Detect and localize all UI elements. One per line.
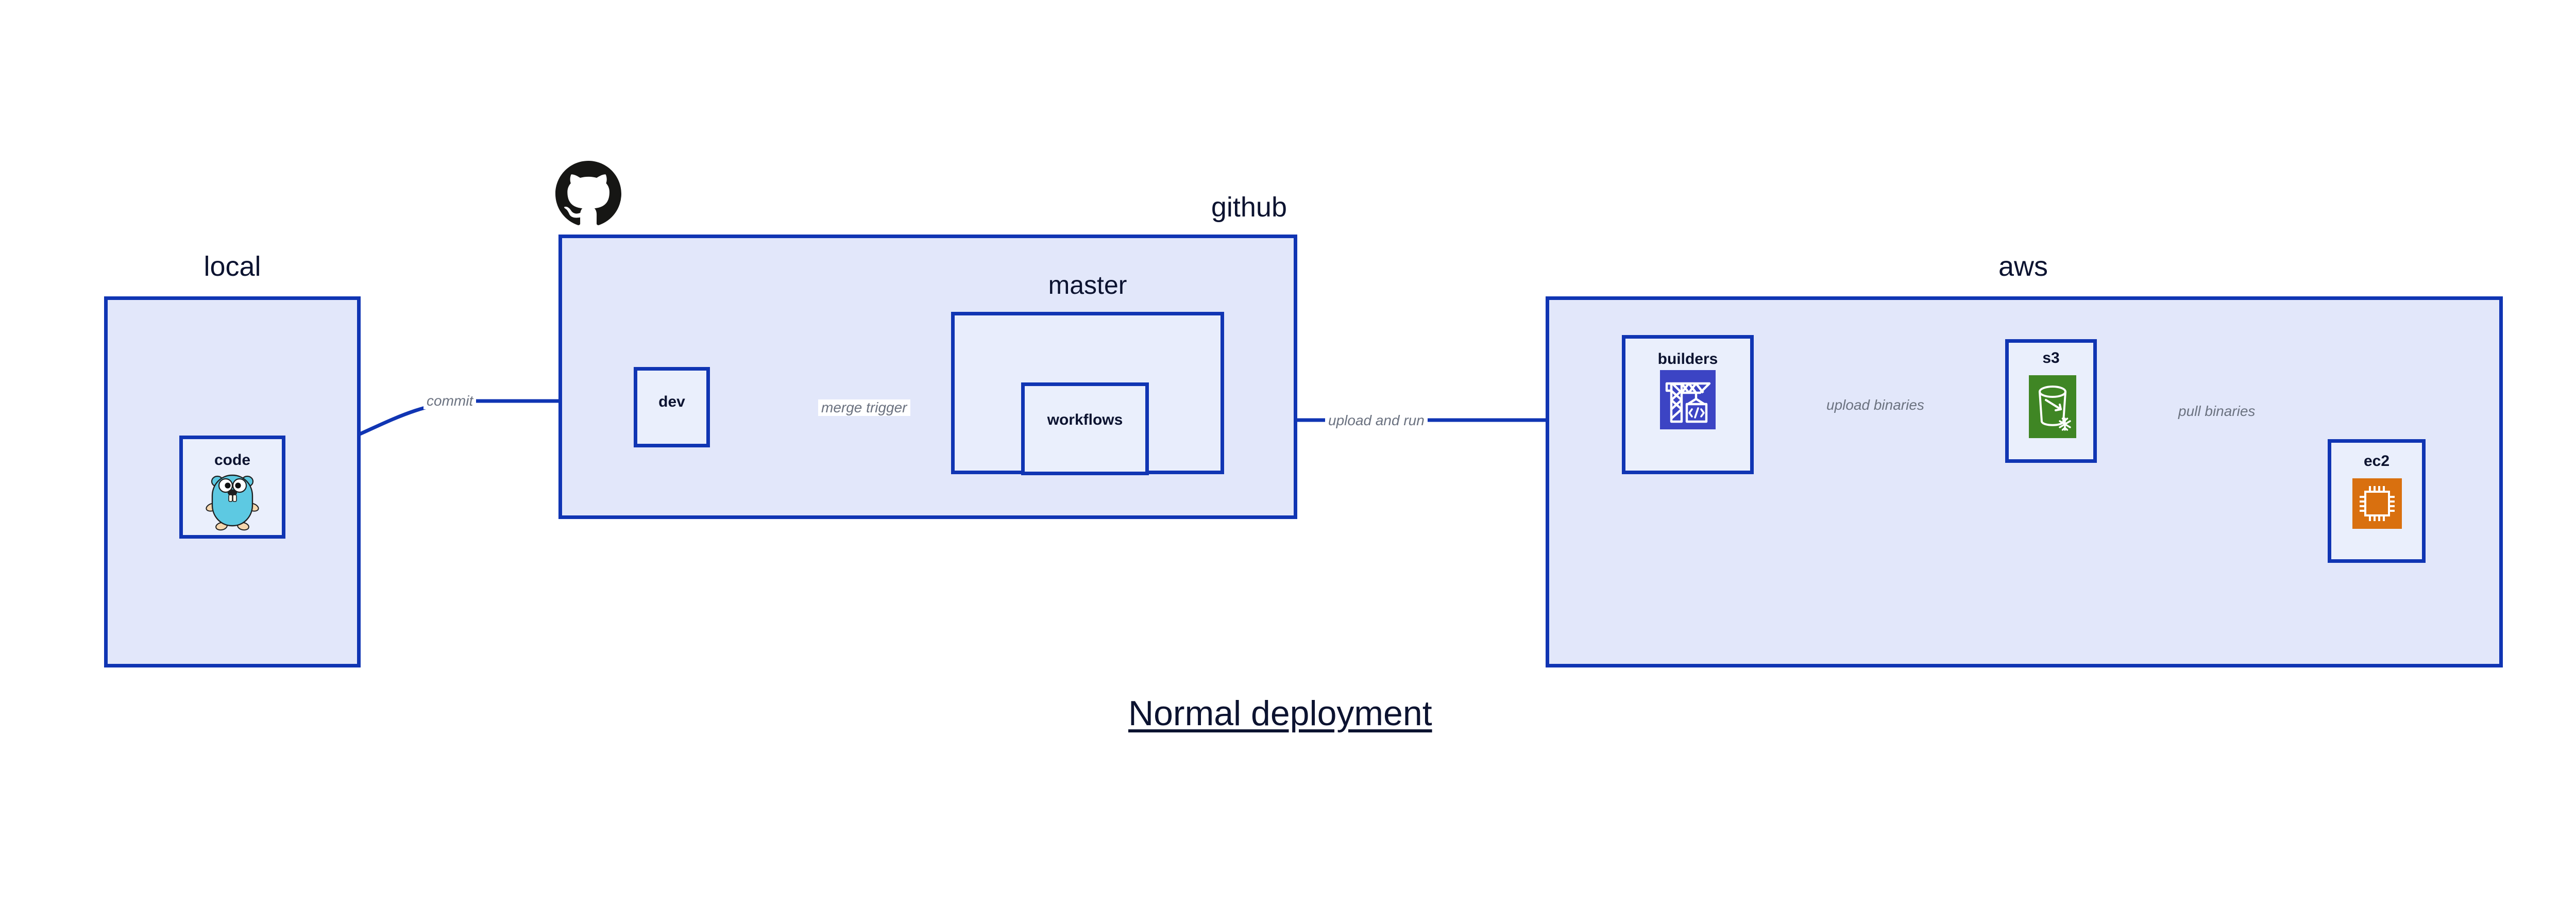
edge-label-pull-binaries: pull binaries <box>2175 403 2259 420</box>
group-title-github: github <box>1211 192 1287 223</box>
edge-label-merge-trigger: merge trigger <box>818 399 910 416</box>
node-label-workflows: workflows <box>1047 411 1123 428</box>
node-s3[interactable] <box>2005 339 2097 463</box>
edge-label-commit: commit <box>423 393 477 409</box>
node-label-ec2: ec2 <box>2363 453 2390 470</box>
node-label-builders: builders <box>1657 350 1718 368</box>
node-label-code: code <box>214 452 251 469</box>
diagram-title: Normal deployment <box>1128 694 1432 733</box>
node-dev[interactable] <box>634 367 710 447</box>
aws-ec2-icon <box>2352 478 2402 529</box>
node-label-dev: dev <box>658 393 685 410</box>
subgroup-title-master: master <box>1048 271 1127 299</box>
node-label-s3: s3 <box>2042 349 2060 366</box>
go-gopher-icon <box>204 468 261 531</box>
node-workflows[interactable] <box>1021 382 1149 475</box>
aws-s3-glacier-icon <box>2029 375 2076 438</box>
group-title-local: local <box>204 251 261 282</box>
group-title-aws: aws <box>1998 251 2048 282</box>
edge-label-upload-binaries: upload binaries <box>1823 397 1927 413</box>
github-octocat-icon <box>555 161 621 227</box>
aws-codebuild-icon <box>1660 370 1716 429</box>
edge-label-upload-and-run: upload and run <box>1325 412 1428 429</box>
